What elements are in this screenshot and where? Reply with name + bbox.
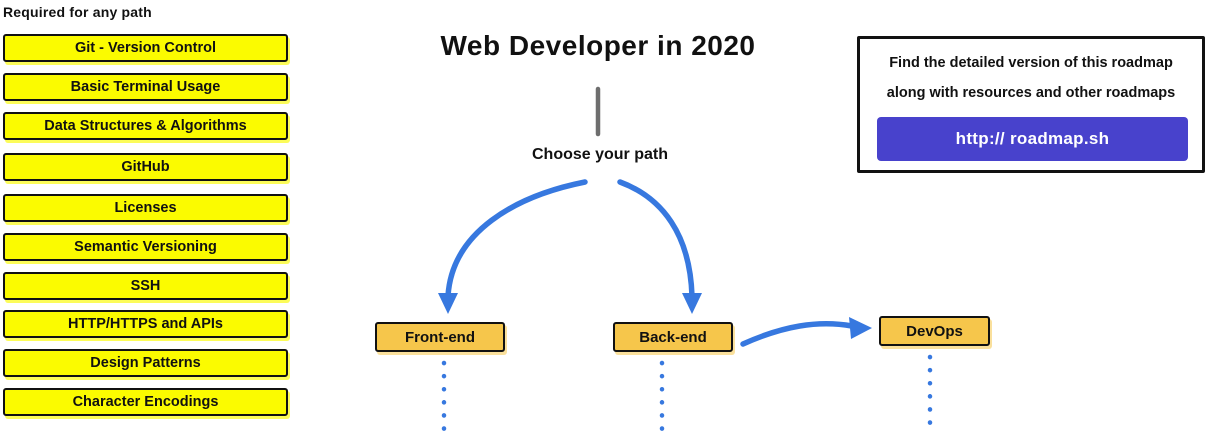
topic-git[interactable]: Git - Version Control: [3, 34, 288, 62]
topic-terminal[interactable]: Basic Terminal Usage: [3, 73, 288, 101]
arrow-to-frontend-head: [438, 293, 458, 314]
choose-path-label: Choose your path: [531, 146, 668, 163]
topic-semver[interactable]: Semantic Versioning: [3, 233, 288, 261]
page-title: Web Developer in 2020: [440, 30, 756, 61]
arrow-backend-to-devops-head: [849, 317, 872, 339]
path-box-frontend[interactable]: Front-end: [375, 322, 505, 352]
topic-ssh[interactable]: SSH: [3, 272, 288, 300]
arrow-backend-to-devops: [740, 321, 855, 347]
topic-github[interactable]: GitHub: [3, 153, 288, 181]
info-box-text-line1: Find the detailed version of this roadma…: [889, 55, 1173, 71]
arrow-to-backend-head: [682, 293, 702, 314]
topic-character-encodings[interactable]: Character Encodings: [3, 388, 288, 416]
topic-licenses[interactable]: Licenses: [3, 194, 288, 222]
roadmap-url-button[interactable]: http:// roadmap.sh: [877, 117, 1188, 161]
info-box-text-line2: along with resources and other roadmaps: [886, 85, 1176, 101]
path-box-devops[interactable]: DevOps: [879, 316, 990, 346]
path-box-backend[interactable]: Back-end: [613, 322, 733, 352]
topic-http-apis[interactable]: HTTP/HTTPS and APIs: [3, 310, 288, 338]
topic-design-patterns[interactable]: Design Patterns: [3, 349, 288, 377]
arrow-to-backend: [617, 179, 695, 299]
arrow-to-frontend: [445, 179, 588, 299]
required-section-header: Required for any path: [3, 4, 152, 20]
topic-data-structures[interactable]: Data Structures & Algorithms: [3, 112, 288, 140]
info-box: Find the detailed version of this roadma…: [857, 36, 1205, 173]
